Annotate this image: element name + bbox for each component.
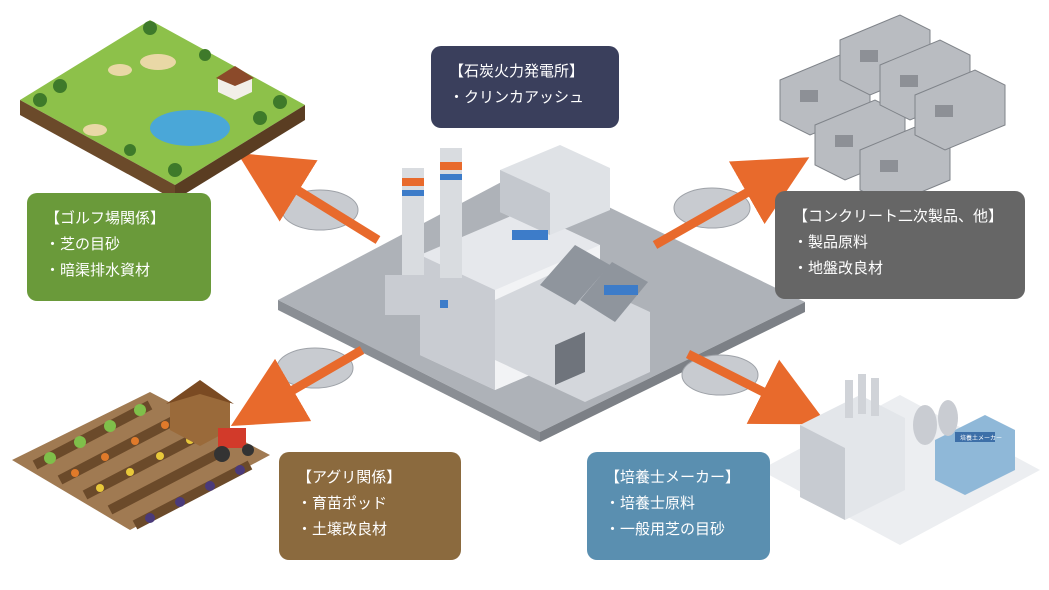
box-title: 【石炭火力発電所】: [449, 62, 585, 80]
box-item: ・製品原料: [793, 233, 869, 251]
farm-illustration: [12, 380, 270, 530]
box-item: ・土壌改良材: [297, 520, 388, 538]
box-title: 【ゴルフ場関係】: [45, 209, 166, 227]
box-item: ・育苗ポッド: [297, 494, 388, 512]
box-item: ・芝の目砂: [45, 235, 121, 253]
concrete-blocks-illustration: [779, 14, 1006, 206]
box-item: ・培養士原料: [605, 494, 696, 512]
golf-course-illustration: [20, 20, 305, 200]
box-item: ・暗渠排水資材: [45, 261, 151, 279]
coal-power-plant-box: 【石炭火力発電所】 ・クリンカアッシュ: [431, 46, 619, 128]
box-item: ・地盤改良材: [793, 259, 884, 277]
box-title: 【コンクリート二次製品、他】: [793, 207, 1004, 225]
flow-arrows: [230, 153, 828, 427]
concrete-products-box: 【コンクリート二次製品、他】 ・製品原料 ・地盤改良材: [775, 191, 1025, 299]
box-item: ・一般用芝の目砂: [605, 520, 726, 538]
factory-sign: 培養土メーカー: [960, 434, 1002, 442]
box-title: 【培養士メーカー】: [605, 468, 741, 486]
soil-factory-illustration: [760, 374, 1040, 545]
golf-course-box: 【ゴルフ場関係】 ・芝の目砂 ・暗渠排水資材: [27, 193, 211, 301]
agriculture-box: 【アグリ関係】 ・育苗ポッド ・土壌改良材: [279, 452, 461, 560]
box-item: ・クリンカアッシュ: [449, 88, 585, 106]
soil-manufacturer-box: 【培養士メーカー】 ・培養士原料 ・一般用芝の目砂: [587, 452, 770, 560]
box-title: 【アグリ関係】: [297, 468, 402, 486]
power-plant-illustration: [278, 145, 805, 442]
